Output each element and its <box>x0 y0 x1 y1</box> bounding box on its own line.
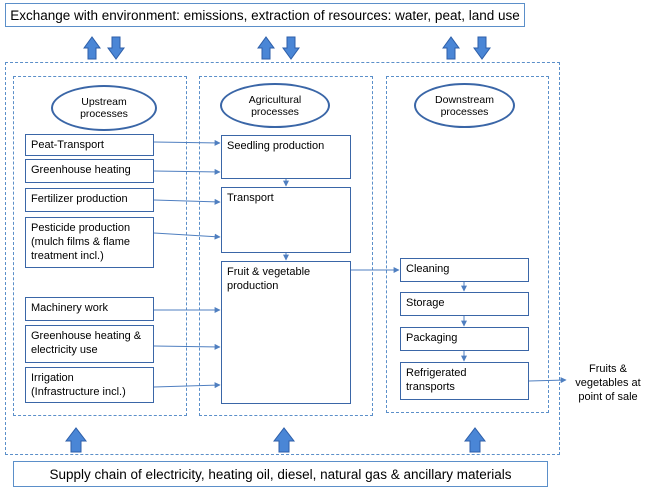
down-arrow-icon <box>282 36 300 60</box>
irrigation-box: Irrigation (Infrastructure incl.) <box>25 367 154 403</box>
downstream-title: Downstream processes <box>414 83 515 128</box>
up-arrow-icon <box>83 36 101 60</box>
cleaning-box: Cleaning <box>400 258 529 282</box>
machinery-work-box: Machinery work <box>25 297 154 321</box>
seedling-production-box: Seedling production <box>221 135 351 179</box>
greenhouse-heating-electricity-box: Greenhouse heating & electricity use <box>25 325 154 363</box>
fruit-vegetable-production-box: Fruit & vegetable production <box>221 261 351 404</box>
agricultural-column <box>199 76 373 416</box>
peat-transport-box: Peat-Transport <box>25 134 154 156</box>
down-arrow-icon <box>107 36 125 60</box>
refrigerated-transports-box: Refrigerated transports <box>400 362 529 400</box>
upstream-title: Upstream processes <box>51 85 157 131</box>
greenhouse-heating-box: Greenhouse heating <box>25 159 154 183</box>
packaging-box: Packaging <box>400 327 529 351</box>
storage-box: Storage <box>400 292 529 316</box>
point-of-sale-label: Fruits & vegetables at point of sale <box>575 363 641 403</box>
fertilizer-production-box: Fertilizer production <box>25 188 154 212</box>
supply-chain-banner: Supply chain of electricity, heating oil… <box>13 461 548 487</box>
agricultural-title: Agricultural processes <box>220 83 330 128</box>
transport-box: Transport <box>221 187 351 253</box>
downstream-column <box>386 76 549 413</box>
system-boundary <box>5 62 560 455</box>
exchange-arrows <box>83 36 491 60</box>
pesticide-production-box: Pesticide production (mulch films & flam… <box>25 217 154 268</box>
upstream-column <box>13 76 187 416</box>
environment-exchange-banner: Exchange with environment: emissions, ex… <box>5 3 525 27</box>
up-arrow-icon <box>442 36 460 60</box>
down-arrow-icon <box>473 36 491 60</box>
up-arrow-icon <box>257 36 275 60</box>
